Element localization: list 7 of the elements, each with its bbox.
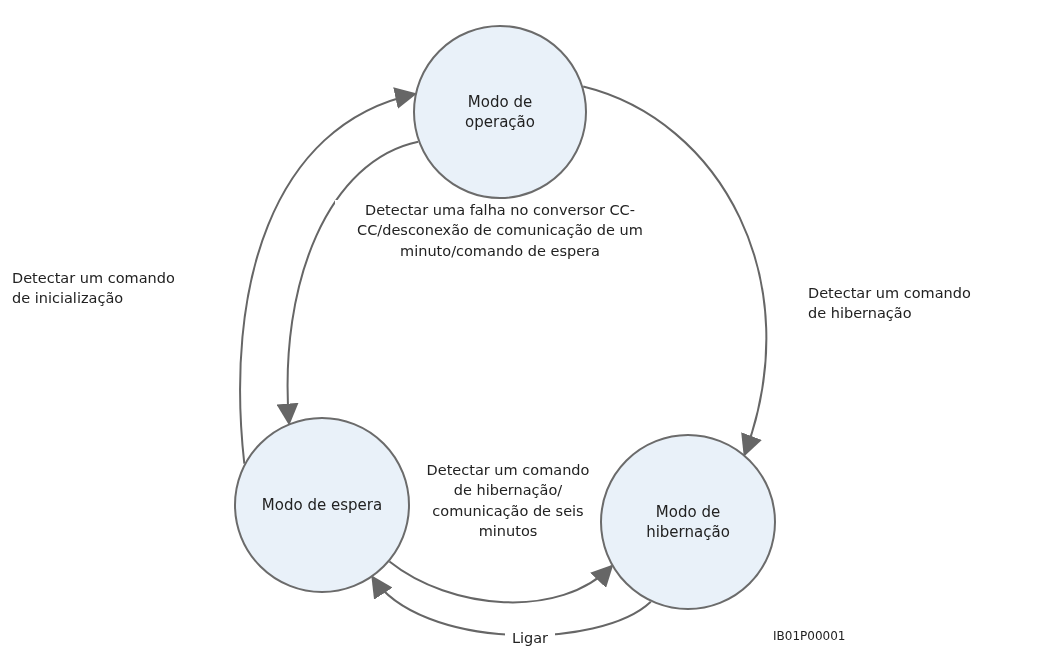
state-label: Modo de espera [261, 494, 383, 516]
state-label: Modo de operação [464, 91, 536, 133]
state-label: Modo de hibernação [645, 501, 731, 543]
arrow [239, 89, 417, 465]
arrow [277, 140, 420, 426]
arrow [388, 560, 614, 604]
arrow [582, 85, 768, 457]
